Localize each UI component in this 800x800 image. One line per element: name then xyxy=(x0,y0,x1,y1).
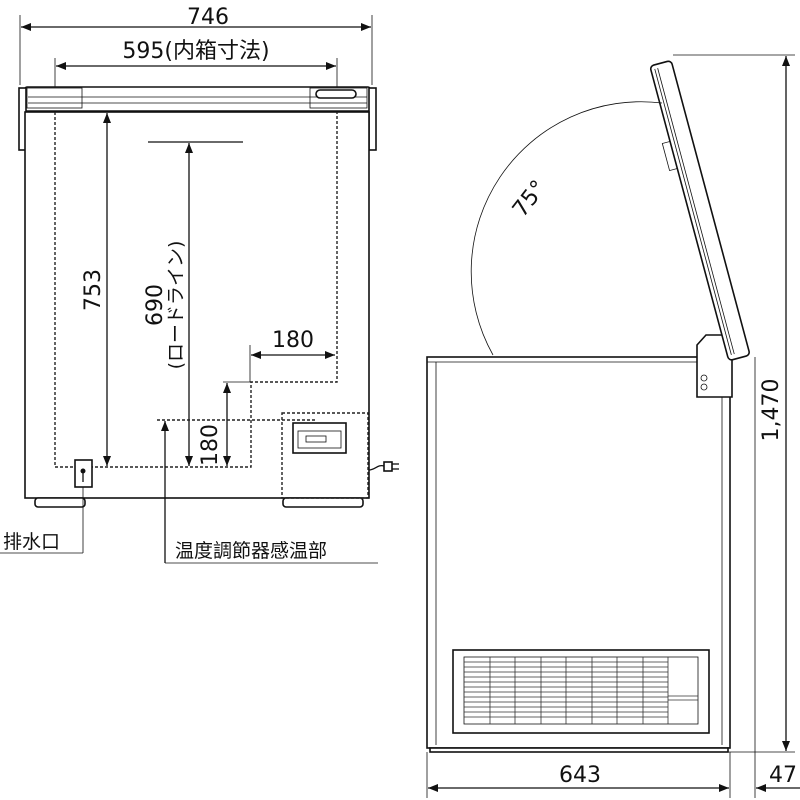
sensor-label: 温度調節器感温部 xyxy=(175,540,327,562)
lid-angle-label: 75° xyxy=(508,176,552,222)
drain-label: 排水口 xyxy=(3,531,60,553)
inner-depth-label: 753 xyxy=(81,269,106,311)
load-line-label: (ロードライン) xyxy=(165,241,187,370)
angle-arc xyxy=(470,101,663,356)
side-view: 75° 1,470 643 47 xyxy=(426,54,800,798)
overall-height-label: 1,470 xyxy=(759,379,784,442)
rear-clearance-label: 47 xyxy=(769,763,797,788)
inner-box-outline xyxy=(54,112,338,468)
inner-width-label: 595(内箱寸法) xyxy=(122,39,269,64)
temperature-controller xyxy=(292,422,347,454)
ventilation-grille xyxy=(452,649,710,734)
power-cord xyxy=(368,464,385,471)
overall-width-label: 746 xyxy=(187,5,229,30)
depth-label: 643 xyxy=(559,763,601,788)
hinge-bracket xyxy=(696,334,733,398)
step-height-label: 180 xyxy=(198,424,223,466)
hinge-right xyxy=(368,87,377,151)
front-view: 746 595(内箱寸法) 753 690 (ロードライン) 180 xyxy=(0,5,399,564)
load-line-value: 690 xyxy=(143,284,168,326)
open-lid xyxy=(649,60,750,361)
step-width-label: 180 xyxy=(272,328,314,353)
